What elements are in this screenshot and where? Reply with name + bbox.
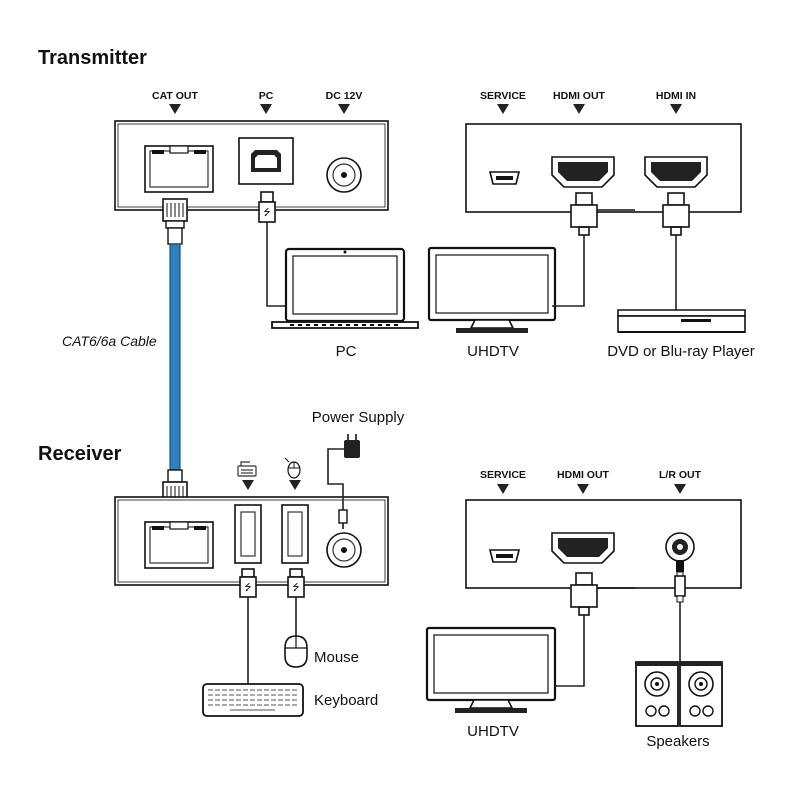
media-player-icon	[617, 309, 746, 333]
usb-cable-pc: ⭍	[258, 191, 290, 307]
speakers-label: Speakers	[646, 733, 709, 750]
arrow-down-icon	[289, 480, 301, 490]
port-label-pc: PC	[259, 90, 274, 102]
dc-jack-icon	[326, 532, 362, 568]
mouse-device-icon	[284, 635, 308, 668]
hdmi-plug-icon	[570, 192, 635, 236]
port-label-service: SERVICE	[480, 90, 526, 102]
keyboard-device-icon	[202, 683, 304, 717]
port-label-hdmi-out: HDMI OUT	[553, 90, 605, 102]
hdmi-plug-icon	[662, 192, 690, 236]
transmitter-title: Transmitter	[38, 47, 147, 69]
arrow-down-icon	[260, 104, 272, 114]
svg-text:⭍: ⭍	[244, 582, 252, 593]
hdmi-plug-icon	[554, 572, 635, 687]
transmitter-front-unit: CAT OUT PC DC 12V	[114, 90, 389, 211]
keyboard-icon	[237, 461, 257, 477]
arrow-down-icon	[497, 104, 509, 114]
arrow-down-icon	[497, 484, 509, 494]
power-adapter-icon	[327, 434, 360, 529]
speakers-icon	[635, 661, 723, 727]
arrow-down-icon	[573, 104, 585, 114]
rx-port-label-service: SERVICE	[480, 469, 526, 481]
usb-b-port-icon	[238, 137, 294, 185]
transmitter-rear-unit: SERVICE HDMI OUT HDMI IN	[465, 90, 742, 213]
svg-text:⭍: ⭍	[263, 207, 271, 218]
port-label-hdmi-in: HDMI IN	[656, 90, 696, 102]
power-supply-label: Power Supply	[312, 409, 405, 426]
usb-a-port-icon	[281, 504, 309, 564]
audio-plug-icon	[674, 560, 686, 662]
player-label: DVD or Blu-ray Player	[607, 343, 755, 360]
cat6-cable	[162, 198, 188, 505]
tv-bottom-label: UHDTV	[467, 723, 519, 740]
micro-usb-port-icon	[488, 171, 521, 185]
usb-cable-mouse: ⭍	[287, 568, 305, 637]
cable-line	[169, 243, 181, 471]
laptop-icon	[271, 247, 419, 329]
arrow-down-icon	[670, 104, 682, 114]
receiver-rear-unit: SERVICE HDMI OUT L/R OUT	[465, 469, 742, 589]
tv-top-label: UHDTV	[467, 343, 519, 360]
hdmi-in-port-icon	[644, 156, 708, 188]
keyboard-label: Keyboard	[314, 692, 378, 709]
usb-a-port-icon	[234, 504, 262, 564]
micro-usb-port-icon	[488, 549, 521, 563]
tv-icon	[427, 246, 557, 333]
hdmi-out-port-icon	[551, 156, 615, 188]
hdmi-out-port-icon	[551, 532, 615, 564]
arrow-down-icon	[169, 104, 181, 114]
pc-label: PC	[336, 343, 357, 360]
mouse-icon	[284, 457, 301, 479]
rx-port-label-lr-out: L/R OUT	[659, 469, 702, 481]
arrow-down-icon	[674, 484, 686, 494]
port-label-dc12v: DC 12V	[326, 90, 363, 102]
svg-text:⭍: ⭍	[292, 582, 300, 593]
usb-cable-keyboard: ⭍	[239, 568, 257, 684]
cable-label: CAT6/6a Cable	[62, 333, 157, 349]
port-label-cat-out: CAT OUT	[152, 90, 198, 102]
mouse-label: Mouse	[314, 649, 359, 666]
receiver-title: Receiver	[38, 443, 122, 465]
hdmi-cable-tv	[552, 235, 585, 307]
tv-icon	[425, 626, 557, 713]
dc-jack-icon	[326, 157, 362, 193]
arrow-down-icon	[338, 104, 350, 114]
arrow-down-icon	[242, 480, 254, 490]
arrow-down-icon	[577, 484, 589, 494]
rx-port-label-hdmi-out: HDMI OUT	[557, 469, 609, 481]
